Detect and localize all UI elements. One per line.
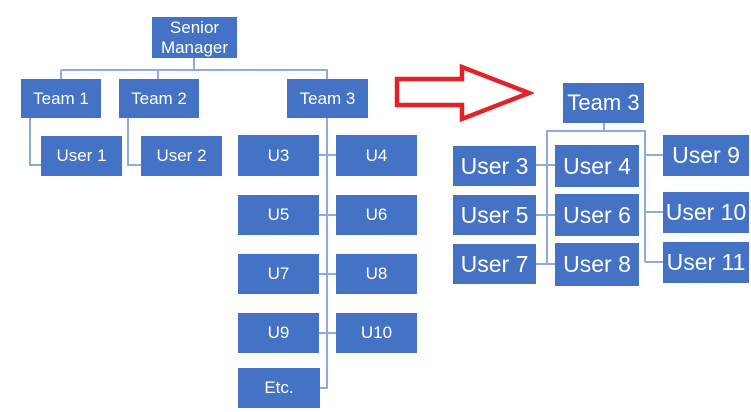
connector-line bbox=[645, 261, 664, 263]
connector-line bbox=[603, 123, 605, 132]
connector-line bbox=[193, 58, 195, 70]
connector-line bbox=[61, 69, 328, 71]
connector-line bbox=[326, 70, 328, 79]
node-u8: U8 bbox=[336, 254, 417, 294]
connector-line bbox=[536, 263, 555, 265]
connector-line bbox=[319, 154, 336, 156]
connector-line bbox=[127, 118, 129, 166]
connector-line bbox=[29, 118, 31, 166]
connector-line bbox=[319, 273, 336, 275]
node-etc: Etc. bbox=[238, 368, 320, 408]
node-u3: U3 bbox=[238, 135, 319, 176]
node-u7: U7 bbox=[238, 254, 319, 294]
connector-line bbox=[326, 118, 328, 389]
node-user-10: User 10 bbox=[663, 192, 749, 233]
connector-line bbox=[319, 332, 336, 334]
node-user-3: User 3 bbox=[453, 146, 536, 186]
node-user-8: User 8 bbox=[555, 243, 639, 286]
node-u5: U5 bbox=[238, 195, 319, 235]
node-u6: U6 bbox=[336, 195, 417, 235]
node-u10: U10 bbox=[336, 313, 417, 353]
node-user-6: User 6 bbox=[555, 194, 639, 236]
transition-arrow-icon bbox=[394, 63, 534, 123]
connector-line bbox=[546, 130, 548, 265]
connector-line bbox=[536, 164, 555, 166]
node-team-3-detail: Team 3 bbox=[563, 83, 644, 123]
connector-line bbox=[645, 211, 663, 213]
connector-line bbox=[536, 214, 555, 216]
connector-line bbox=[320, 387, 328, 389]
connector-line bbox=[645, 154, 664, 156]
node-u9: U9 bbox=[238, 313, 319, 353]
connector-line bbox=[644, 130, 646, 262]
connector-line bbox=[29, 164, 41, 166]
node-user-5: User 5 bbox=[453, 195, 536, 235]
node-user-2: User 2 bbox=[141, 136, 222, 176]
connector-line bbox=[546, 130, 646, 132]
node-user-7: User 7 bbox=[453, 244, 536, 284]
node-user-1: User 1 bbox=[41, 136, 122, 176]
connector-line bbox=[157, 70, 159, 79]
node-senior-manager: Senior Manager bbox=[152, 17, 237, 58]
connector-line bbox=[127, 164, 141, 166]
node-user-4: User 4 bbox=[555, 145, 639, 187]
node-user-9: User 9 bbox=[663, 135, 749, 176]
connector-line bbox=[60, 70, 62, 79]
node-u4: U4 bbox=[336, 135, 417, 176]
node-team-3: Team 3 bbox=[287, 79, 368, 118]
node-team-2: Team 2 bbox=[119, 79, 199, 118]
node-user-11: User 11 bbox=[663, 242, 749, 283]
node-team-1: Team 1 bbox=[21, 79, 101, 118]
connector-line bbox=[319, 214, 336, 216]
